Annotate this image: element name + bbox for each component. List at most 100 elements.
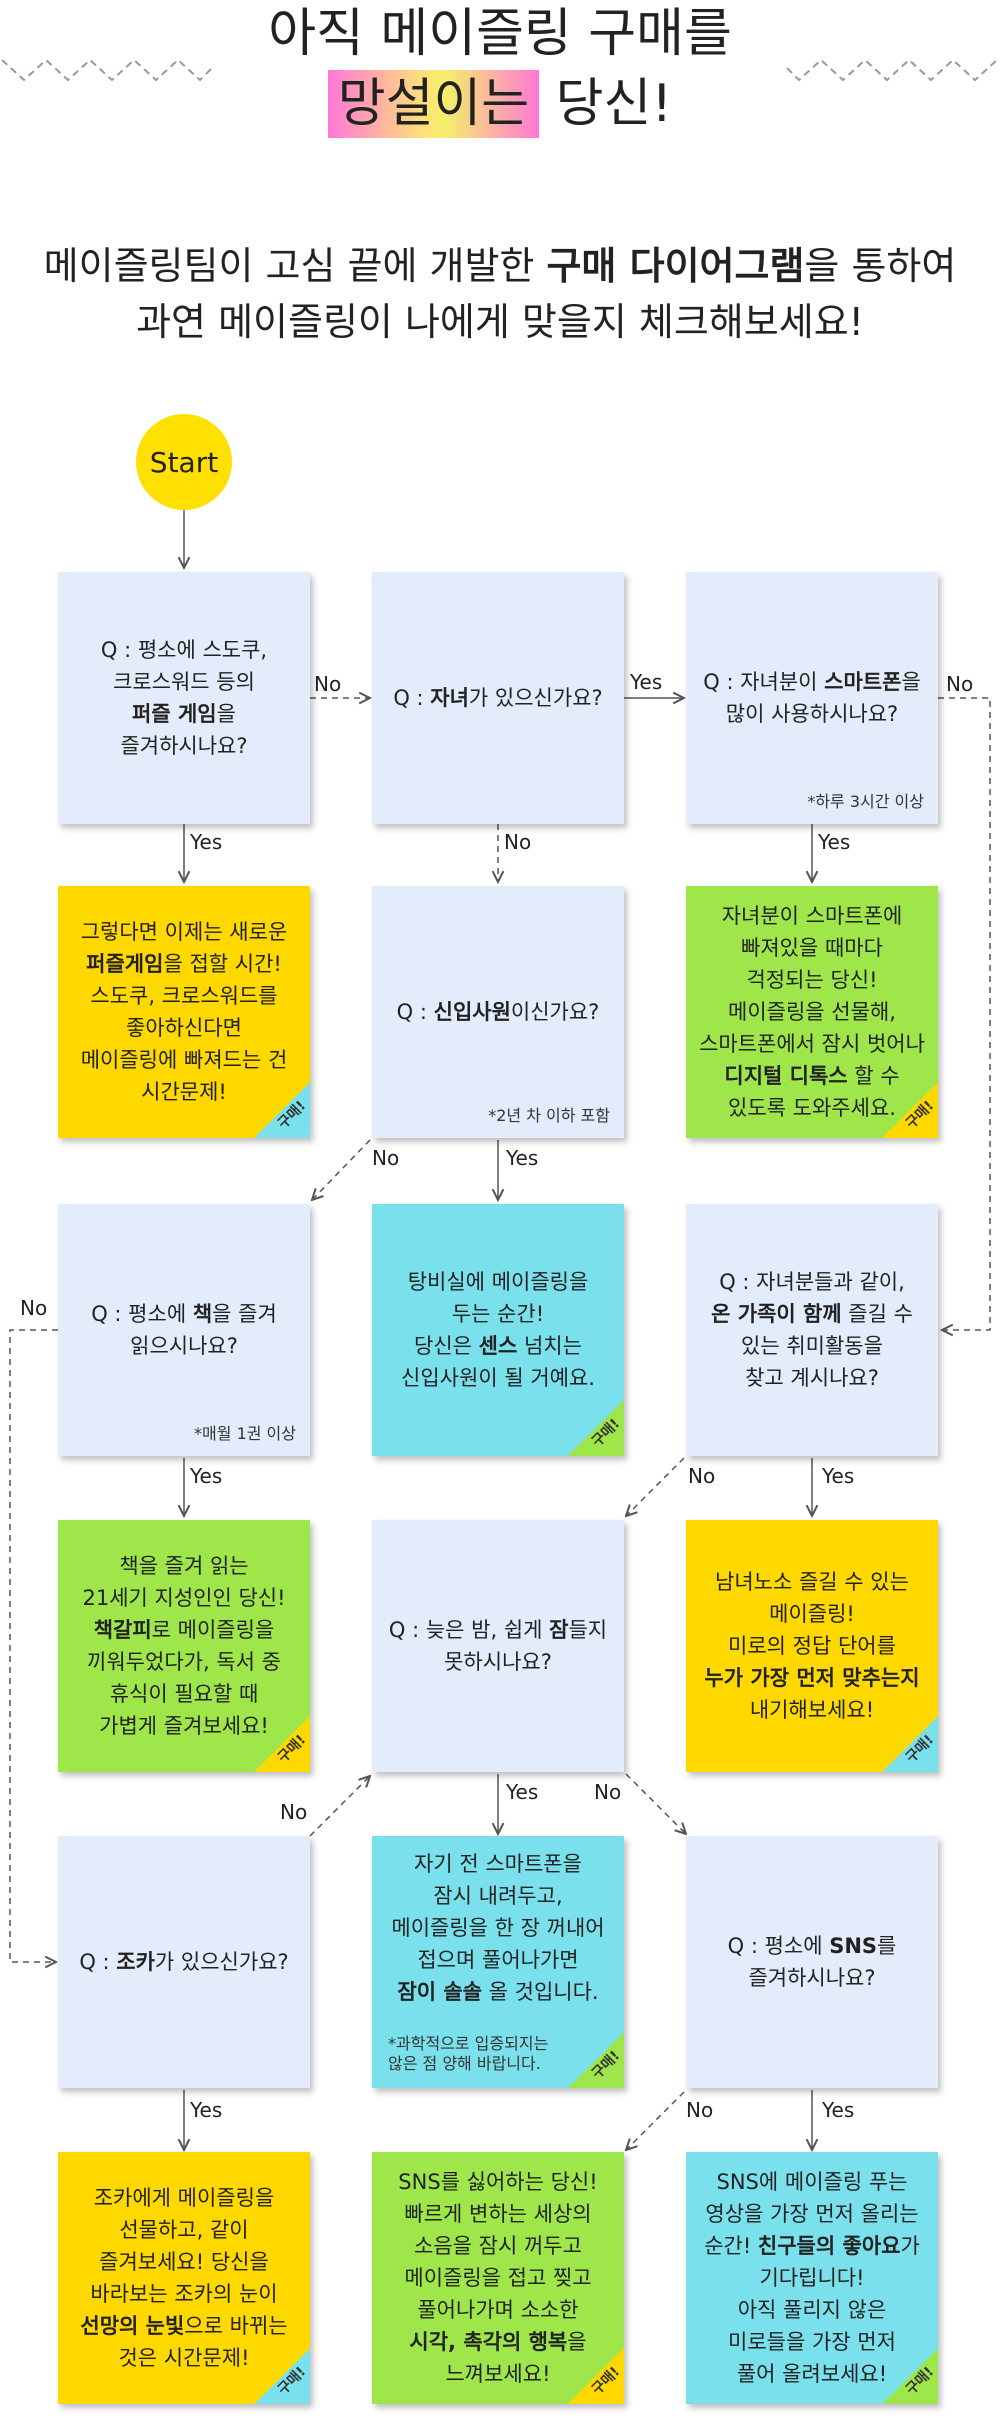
text-line: 메이즐링을 선물해, — [728, 1000, 896, 1024]
text-line: 읽으시나요? — [130, 1334, 238, 1358]
text-line: 빠르게 변하는 세상의 — [404, 2202, 592, 2226]
bold-text: 잠 — [549, 1618, 569, 1642]
result-family: 남녀노소 즐길 수 있는 메이즐링! 미로의 정답 단어를 누가 가장 먼저 맞… — [686, 1520, 938, 1772]
text-part: 넘치는 — [517, 1334, 582, 1358]
footnote: *2년 차 이하 포함 — [488, 1106, 610, 1125]
text-line: 잠시 내려두고, — [433, 1884, 563, 1908]
text-line: 기다립니다! — [759, 2266, 865, 2290]
edge-yes: Yes — [822, 1464, 855, 1488]
text-line: 끼워두었다가, 독서 중 — [87, 1650, 281, 1674]
result-no-sns: SNS를 싫어하는 당신! 빠르게 변하는 세상의 소음을 잠시 꺼두고 메이즐… — [372, 2152, 624, 2404]
text-line: 시간문제! — [141, 1080, 227, 1104]
buy-tag-label: 구매! — [902, 1731, 937, 1767]
text-line: 메이즐링을 한 장 꺼내어 — [391, 1916, 605, 1940]
text-line: 선물하고, 같이 — [119, 2218, 249, 2242]
text-line: 잠이 솔솔 올 것입니다. — [391, 1976, 604, 2008]
text-line: 두는 순간! — [451, 1302, 545, 1326]
intro-line2: 과연 메이즐링이 나에게 맞을지 체크해보세요! — [136, 300, 864, 344]
text-line: 있는 취미활동을 — [741, 1334, 883, 1358]
buy-tag: 구매! — [254, 1716, 310, 1772]
text-line: 것은 시간문제! — [118, 2346, 250, 2370]
text-part: 를 — [877, 1934, 897, 1958]
question-family: Q : 자녀분들과 같이, 온 가족이 함께 즐길 수 있는 취미활동을 찾고 … — [686, 1204, 938, 1456]
buy-tag-label: 구매! — [588, 2047, 623, 2083]
text-line: 메이즐링을 접고 찢고 — [404, 2266, 592, 2290]
text-line: 접으며 풀어나가면 — [417, 1948, 579, 1972]
text-line: 21세기 지성인인 당신! — [82, 1586, 286, 1610]
question-smartphone: Q : 자녀분이 스마트폰을 많이 사용하시나요? *하루 3시간 이상 — [686, 572, 938, 824]
title-rest: 당신! — [539, 74, 673, 134]
text-line: Q : 신입사원이신가요? — [397, 996, 600, 1028]
text-line: 휴식이 필요할 때 — [109, 1682, 259, 1706]
buy-tag-label: 구매! — [588, 1415, 623, 1451]
bold-text: 선망의 눈빛 — [80, 2314, 185, 2338]
footnote: *하루 3시간 이상 — [807, 792, 924, 811]
text-line: 즐겨하시나요? — [120, 734, 248, 758]
text-part: 당신은 — [414, 1334, 479, 1358]
buy-tag-label: 구매! — [274, 2363, 309, 2399]
text-line: Q : 자녀가 있으신가요? — [393, 682, 602, 714]
buy-tag: 구매! — [882, 1082, 938, 1138]
result-puzzle: 그렇다면 이제는 새로운 퍼즐게임을 접할 시간! 스도쿠, 크로스워드를 좋아… — [58, 886, 310, 1138]
intro-part: 을 통하여 — [804, 244, 957, 288]
edge-no: No — [314, 672, 342, 696]
intro-text: 메이즐링팀이 고심 끝에 개발한 구매 다이어그램을 통하여 과연 메이즐링이 … — [0, 238, 1000, 350]
text-part: 이신가요? — [510, 1000, 600, 1024]
text-line: 퍼즐 게임을 — [101, 698, 267, 730]
result-books: 책을 즐겨 읽는 21세기 지성인인 당신! 책갈피로 메이즐링을 끼워두었다가… — [58, 1520, 310, 1772]
buy-tag: 구매! — [254, 1082, 310, 1138]
question-sleep: Q : 늦은 밤, 쉽게 잠들지 못하시나요? — [372, 1520, 624, 1772]
page-title-line1: 아직 메이즐링 구매를 — [268, 4, 732, 64]
buy-tag-label: 구매! — [588, 2363, 623, 2399]
bold-text: 퍼즐 게임 — [132, 702, 217, 726]
bold-text: 누가 가장 먼저 맞추는지 — [704, 1666, 920, 1690]
text-line: Q : 조카가 있으신가요? — [79, 1946, 288, 1978]
question-nephew: Q : 조카가 있으신가요? — [58, 1836, 310, 2088]
text-part: 을 — [216, 702, 236, 726]
buy-tag: 구매! — [568, 2032, 624, 2088]
buy-tag: 구매! — [254, 2348, 310, 2404]
text-line: 즐겨하시나요? — [748, 1966, 876, 1990]
text-line: 순간! 친구들의 좋아요가 — [704, 2230, 920, 2262]
result-new-employee: 탕비실에 메이즐링을 두는 순간! 당신은 센스 넘치는 신입사원이 될 거예요… — [372, 1204, 624, 1456]
text-line: 많이 사용하시나요? — [725, 702, 899, 726]
result-smartphone: 자녀분이 스마트폰에 빠져있을 때마다 걱정되는 당신! 메이즐링을 선물해, … — [686, 886, 938, 1138]
text-part: 들지 — [568, 1618, 608, 1642]
text-line: 남녀노소 즐길 수 있는 — [715, 1570, 909, 1594]
text-line: 가볍게 즐겨보세요! — [99, 1714, 269, 1738]
text-part: Q : 자녀분이 — [703, 670, 825, 694]
edge-yes: Yes — [190, 2098, 223, 2122]
bold-text: 시각, 촉각의 행복 — [409, 2330, 568, 2354]
question-children: Q : 자녀가 있으신가요? — [372, 572, 624, 824]
text-line: 메이즐링! — [769, 1602, 855, 1626]
text-part: 순간! — [704, 2234, 758, 2258]
text-part: 을 접할 시간! — [163, 952, 282, 976]
text-line: 자기 전 스마트폰을 — [414, 1852, 582, 1876]
text-part: Q : — [393, 686, 431, 710]
bold-text: SNS — [829, 1934, 878, 1958]
text-line: 좋아하신다면 — [126, 1016, 242, 1040]
question-puzzle-games: Q : 평소에 스도쿠, 크로스워드 등의 퍼즐 게임을 즐겨하시나요? — [58, 572, 310, 824]
edge-no: No — [688, 1464, 716, 1488]
text-line: 스도쿠, 크로스워드를 — [90, 984, 278, 1008]
text-line: 당신은 센스 넘치는 — [401, 1330, 595, 1362]
question-new-employee: Q : 신입사원이신가요? *2년 차 이하 포함 — [372, 886, 624, 1138]
footnote: *매월 1권 이상 — [194, 1424, 296, 1443]
bold-text: 친구들의 좋아요 — [757, 2234, 901, 2258]
text-line: 못하시나요? — [444, 1650, 552, 1674]
text-part: 가 있으신가요? — [154, 1950, 289, 1974]
text-part: 을 즐겨 — [212, 1302, 277, 1326]
title-highlight: 망설이는 — [327, 70, 540, 138]
text-line: 찾고 계시나요? — [745, 1366, 879, 1390]
bold-text: 온 가족이 함께 — [711, 1302, 842, 1326]
text-line: SNS를 싫어하는 당신! — [398, 2170, 598, 2194]
zigzag-right-decoration — [786, 58, 998, 82]
question-books: Q : 평소에 책을 즐겨 읽으시나요? *매월 1권 이상 — [58, 1204, 310, 1456]
text-line: 빠져있을 때마다 — [741, 936, 883, 960]
text-part: 올 것입니다. — [481, 1980, 599, 2004]
text-line: 느껴보세요! — [445, 2362, 551, 2386]
text-line: 탕비실에 메이즐링을 — [407, 1270, 589, 1294]
text-line: 있도록 도와주세요. — [728, 1096, 896, 1120]
text-line: 퍼즐게임을 접할 시간! — [81, 948, 288, 980]
text-part: 가 — [900, 2234, 920, 2258]
